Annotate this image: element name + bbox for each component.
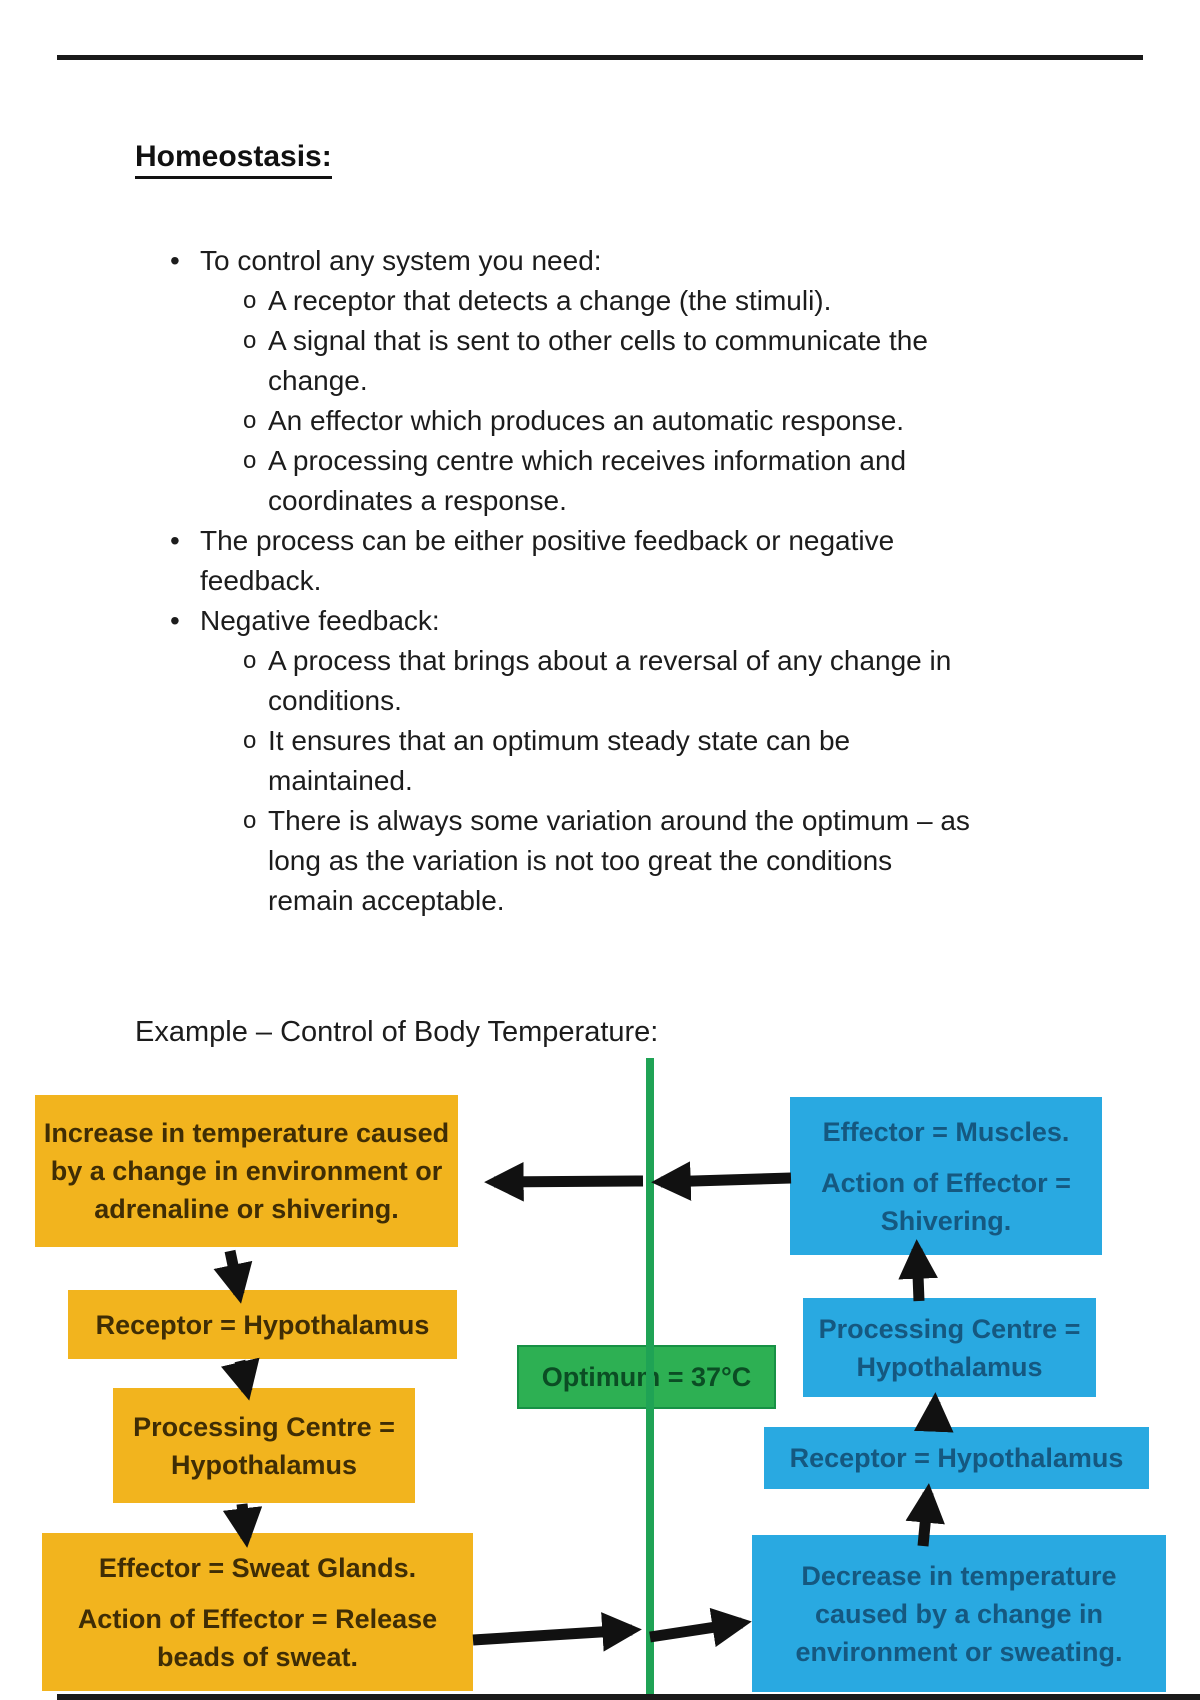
box-label: Receptor = Hypothalamus [789,1443,1124,1473]
flowchart-box-cold-processing-centre: Processing Centre = Hypothalamus [803,1298,1096,1397]
arrow-heat-effector-to-divider [472,1612,642,1652]
box-label: Increase in temperature caused by a chan… [43,1118,450,1224]
flowchart-box-heat-effector: Effector = Sweat Glands. Action of Effect… [42,1533,473,1691]
bullet-text: A signal that is sent to other cells to … [268,325,928,396]
bullet-marker: o [243,807,257,834]
flowchart-box-cold-effector: Effector = Muscles. Action of Effector = … [790,1097,1102,1255]
bullet-list: • To control any system you need: o A rece… [170,241,1070,921]
bullet-item: o It ensures that an optimum steady state… [170,721,1070,801]
bullet-marker: o [243,407,257,434]
bullet-text: A process that brings about a reversal o… [268,645,952,716]
bullet-marker: o [243,327,257,354]
bullet-marker: o [243,647,257,674]
bullet-text: There is always some variation around th… [268,805,970,916]
bullet-text: It ensures that an optimum steady state … [268,725,851,796]
box-label: Effector = Sweat Glands. [98,1552,417,1583]
box-label: Action of Effector = Release beads of sw… [77,1603,438,1672]
bullet-item: o There is always some variation around t… [170,801,1070,921]
flowchart-box-cold-receptor: Receptor = Hypothalamus [764,1427,1149,1489]
page-title-text: Homeostasis: [135,140,332,179]
arrow-divider-to-cold-stimulus [649,1607,752,1648]
page-title: Homeostasis: [135,140,332,179]
bullet-item: o A signal that is sent to other cells to… [170,321,1070,401]
arrow-cold-receptor-to-processing [913,1392,954,1433]
bullet-text: The process can be either positive feedb… [200,525,895,596]
bullet-item: o A processing centre which receives info… [170,441,1070,521]
box-label: Processing Centre = Hypothalamus [818,1313,1081,1382]
bullet-item: o An effector which produces an automatic… [170,401,1070,441]
bullet-item: o A process that brings about a reversal … [170,641,1070,721]
box-label: Processing Centre = Hypothalamus [133,1411,395,1480]
bullet-text: A processing centre which receives infor… [268,445,907,516]
bullet-item: • To control any system you need: [170,241,1070,281]
flowchart-box-heat-stimulus: Increase in temperature caused by a chan… [35,1095,458,1247]
bullet-item: • The process can be either positive feed… [170,521,1070,601]
bullet-text: A receptor that detects a change (the st… [268,285,832,316]
box-label: Receptor = Hypothalamus [95,1309,430,1340]
bullet-item: • Negative feedback: [170,601,1070,641]
bullet-marker: o [243,287,257,314]
flowchart-box-heat-processing-centre: Processing Centre = Hypothalamus [113,1388,415,1503]
arrow-heat-receptor-to-processing [220,1357,260,1401]
box-label: Action of Effector = Shivering. [821,1167,1071,1236]
arrow-cold-effector-to-divider [651,1161,792,1201]
bottom-horizontal-rule [57,1694,1200,1700]
box-label: Decrease in temperature caused by a chan… [795,1560,1123,1667]
bullet-marker: • [170,605,180,636]
arrow-heat-stimulus-to-receptor [213,1249,253,1304]
bullet-text: To control any system you need: [200,245,602,276]
arrow-divider-to-heat-stimulus [484,1162,644,1202]
box-label: Effector = Muscles. [822,1116,1070,1147]
flowchart-box-cold-stimulus: Decrease in temperature caused by a chan… [752,1535,1166,1692]
example-heading: Example – Control of Body Temperature: [135,1016,659,1048]
box-label: Optimum = 37°C [541,1362,752,1392]
bullet-marker: o [243,447,257,474]
arrow-cold-processing-to-effector [898,1239,938,1302]
bullet-text: Negative feedback: [200,605,440,636]
bullet-marker: • [170,525,180,556]
bullet-text: An effector which produces an automatic … [268,405,905,436]
bullet-item: o A receptor that detects a change (the s… [170,281,1070,321]
top-horizontal-rule [57,55,1143,60]
bullet-marker: o [243,727,257,754]
optimum-divider-line [646,1058,654,1700]
bullet-marker: • [170,245,180,276]
flowchart-box-heat-receptor: Receptor = Hypothalamus [68,1290,457,1359]
